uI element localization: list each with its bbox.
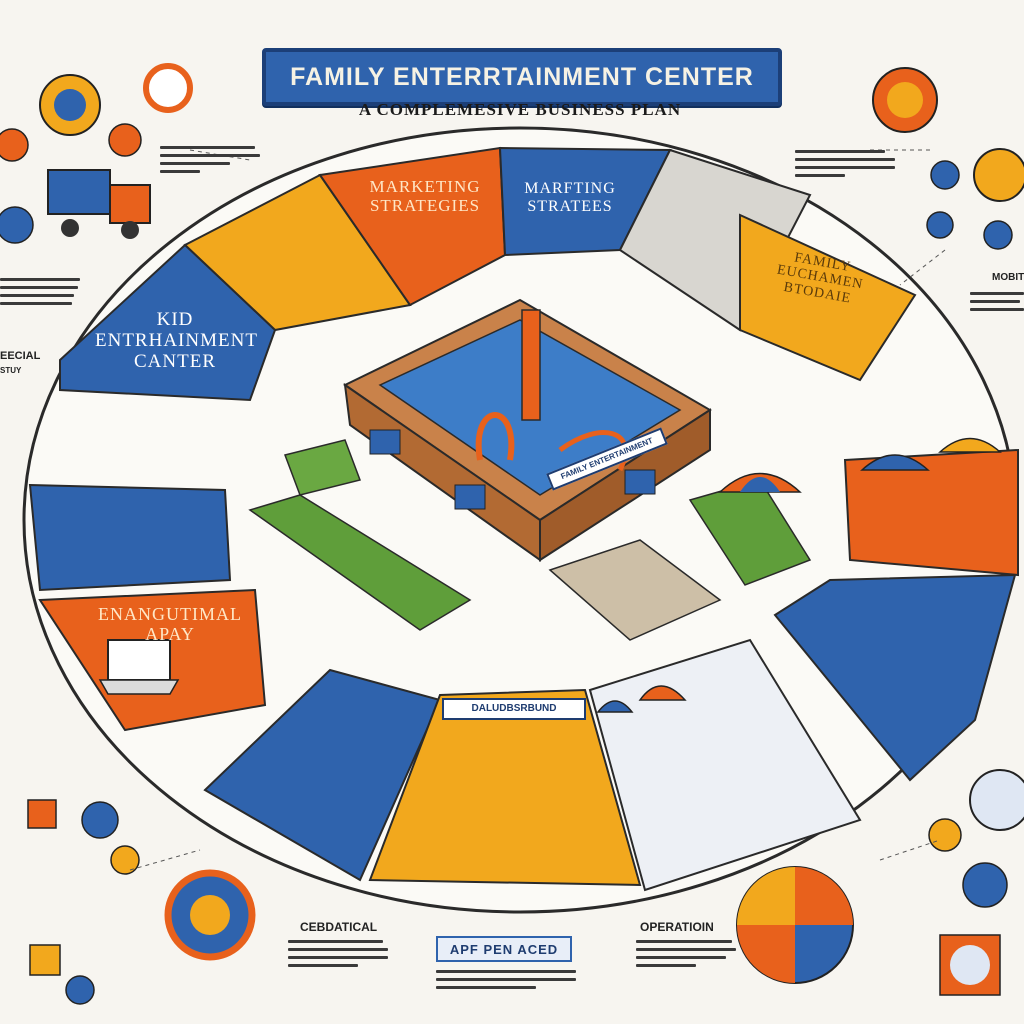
- garden-top-left: [284, 439, 361, 496]
- page-title: FAMILY ENTERRTAINMENT CENTER: [290, 62, 754, 91]
- umbrella-icon: [860, 437, 1002, 471]
- zone-kid-entertainment: [59, 243, 277, 402]
- toy-cluster-icon: [27, 799, 256, 1005]
- zone-label-marketing-strategies: MARKETING STRATEGIES: [369, 177, 481, 215]
- zone-label-marfting-stratees: MARFTING STRATEES: [524, 180, 616, 215]
- badge-apf-pen-aced: APF PEN ACED: [436, 936, 572, 962]
- text-block-right: [970, 292, 1024, 316]
- text-block-top-right: [795, 150, 895, 182]
- zone-right-blue: [773, 573, 1017, 782]
- umbrella-icon: [718, 472, 802, 493]
- carousel-icon: [0, 63, 193, 244]
- caption-left-partial-sub: STUY: [0, 366, 22, 375]
- zone-bottom-right-white: [588, 638, 862, 892]
- title-banner: FAMILY ENTERRTAINMENT CENTER: [262, 48, 782, 106]
- text-block-top-left: [160, 146, 260, 178]
- zone-left-crowd: [28, 483, 232, 592]
- roulette-wheel-icon: [736, 769, 1024, 996]
- zone-family-entertainment: [739, 213, 917, 382]
- zone-right-orange: [843, 448, 1019, 577]
- zone-sign-daludbsrbund: DALUDBSRBUND: [442, 698, 586, 720]
- text-block-bottom-right: [636, 940, 736, 972]
- courtyard-center: [548, 539, 722, 641]
- garden-left: [248, 494, 472, 631]
- caption-right-partial: MOBIT: [992, 272, 1024, 283]
- ferris-wheel-icon: [872, 67, 1024, 250]
- text-block-bottom-left: [288, 940, 388, 972]
- umbrella-icon: [596, 685, 687, 713]
- zone-bottom-center-yellow: [368, 688, 642, 887]
- caption-left-partial: EECIAL: [0, 350, 41, 362]
- page-subtitle: A COMPLEMESIVE BUSINESS PLAN: [358, 100, 682, 119]
- laptop-icon: [98, 639, 180, 695]
- caption-cebdatical: CEBDATICAL: [300, 920, 378, 934]
- text-block-bottom-center: [436, 970, 576, 994]
- delivery-truck-icon: [47, 169, 151, 239]
- zone-label-kid-entertainment: KID ENTRHAINMENT CANTER: [95, 309, 258, 372]
- caption-operatioin: OPERATIOIN: [640, 920, 714, 934]
- text-block-left: [0, 278, 80, 310]
- zone-label-enangutimal-apay: ENANGUTIMAL APAY: [98, 604, 242, 644]
